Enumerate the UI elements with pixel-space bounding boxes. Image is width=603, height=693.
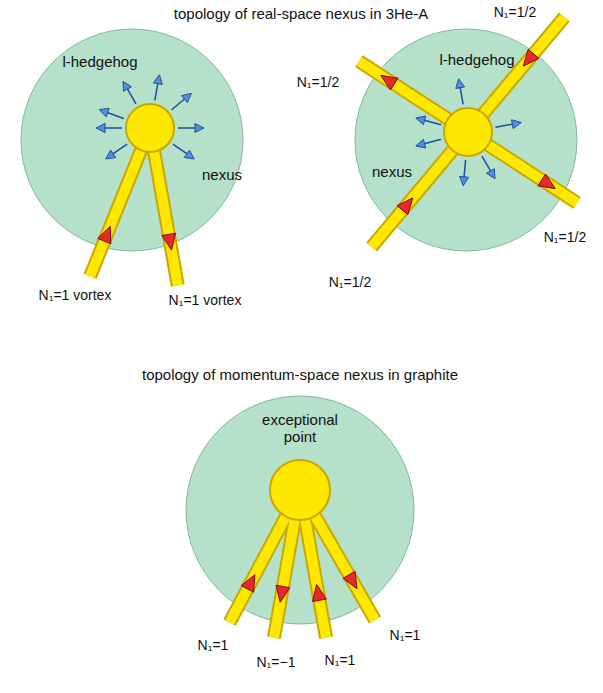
region-disc: l-hedgehog nexus bbox=[354, 28, 578, 252]
panel-heading: topology of momentum-space nexus in grap… bbox=[142, 366, 458, 383]
region-disc: l-hedgehog nexus bbox=[20, 28, 244, 252]
winding-number: N₁=1 bbox=[198, 637, 229, 653]
region-label: l-hedgehog bbox=[62, 53, 137, 70]
disc bbox=[355, 29, 577, 251]
disc bbox=[186, 396, 414, 624]
region-label: l-hedgehog bbox=[439, 51, 514, 68]
winding-number: N₁=1/2 bbox=[494, 4, 536, 20]
singular-core bbox=[126, 104, 174, 152]
disc bbox=[21, 29, 243, 251]
vortex-arrowhead bbox=[162, 233, 176, 250]
singular-core bbox=[444, 108, 492, 156]
winding-number: N₁=1 vortex bbox=[169, 292, 242, 308]
winding-number: N₁=−1 bbox=[257, 654, 296, 670]
winding-number: N₁=1/2 bbox=[544, 229, 586, 245]
l-vector-shaft bbox=[178, 127, 197, 129]
l-vector-shaft bbox=[103, 127, 122, 129]
winding-number: N₁=1 vortex bbox=[39, 287, 112, 303]
region-label: nexus bbox=[202, 166, 242, 183]
region-label: exceptional point bbox=[250, 411, 350, 446]
winding-number: N₁=1/2 bbox=[297, 74, 339, 90]
region-disc: exceptional point bbox=[185, 395, 415, 625]
singular-core bbox=[270, 460, 330, 520]
panel-heading: topology of real-space nexus in 3He-A bbox=[174, 5, 428, 22]
winding-number: N₁=1/2 bbox=[329, 274, 371, 290]
winding-number: N₁=1 bbox=[390, 627, 421, 643]
region-label: nexus bbox=[372, 163, 412, 180]
winding-number: N₁=1 bbox=[325, 652, 356, 668]
